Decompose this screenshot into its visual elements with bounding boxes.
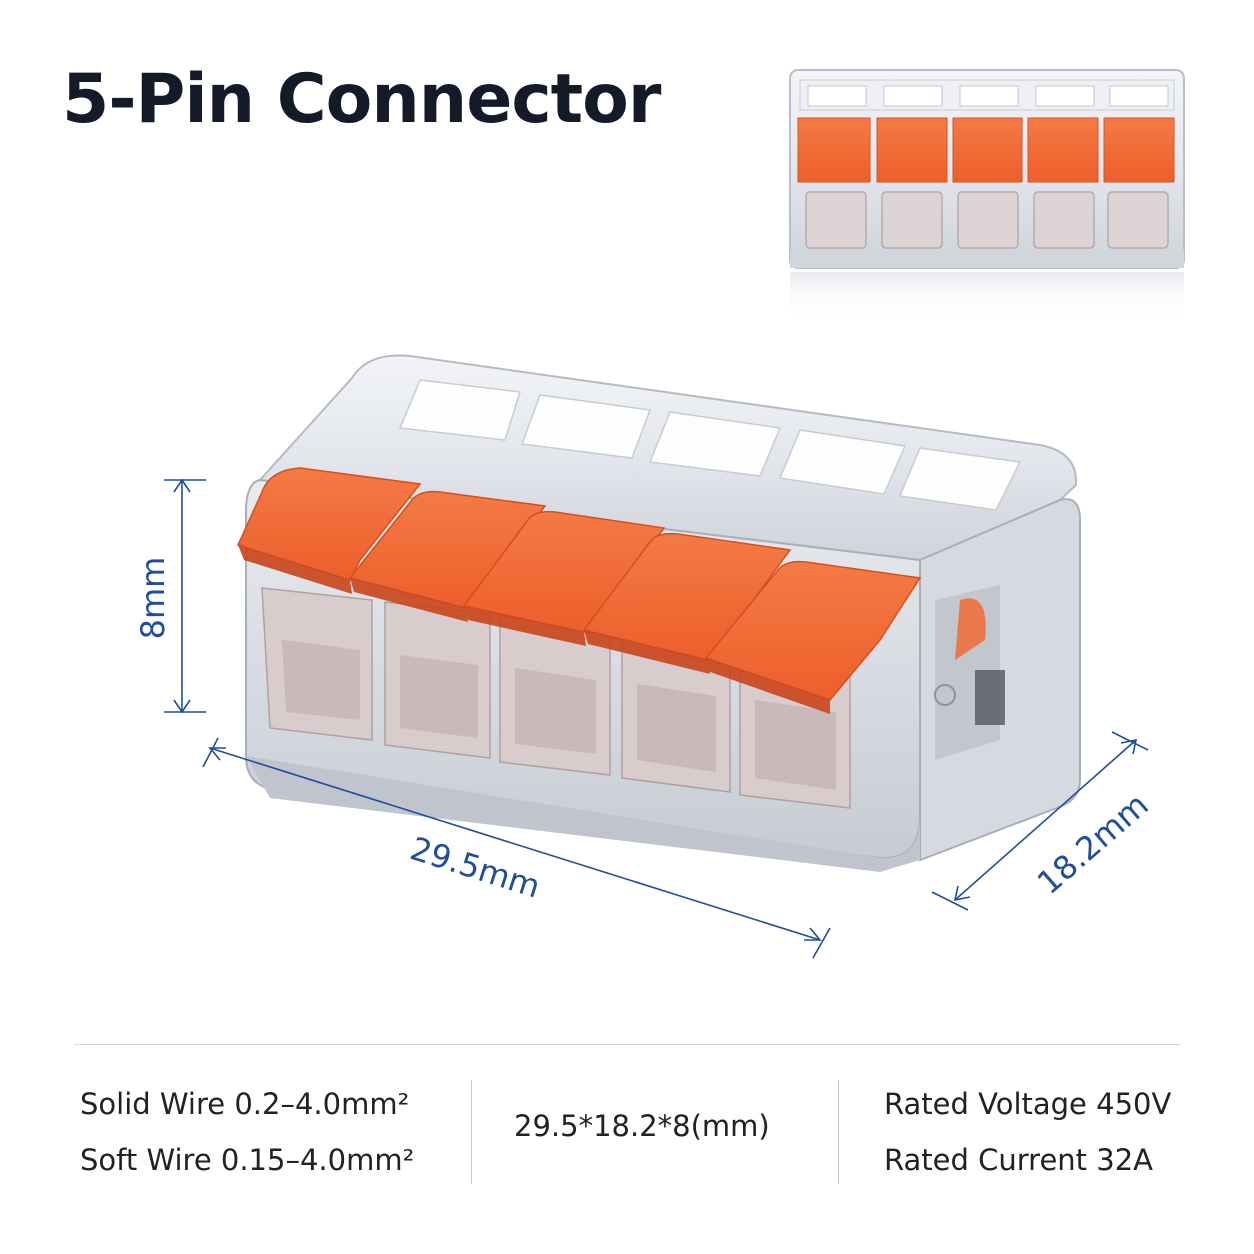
spec-divider	[74, 1044, 1180, 1045]
spec-separator-2	[838, 1080, 839, 1184]
spec-separator-1	[471, 1080, 472, 1184]
spec-rated-voltage: Rated Voltage 450V	[884, 1087, 1172, 1121]
height-dimension	[164, 478, 206, 714]
spec-solid-wire: Solid Wire 0.2–4.0mm²	[80, 1087, 410, 1121]
spec-soft-wire: Soft Wire 0.15–4.0mm²	[80, 1143, 415, 1177]
length-dimension	[202, 737, 831, 959]
spec-rated-current: Rated Current 32A	[884, 1143, 1154, 1177]
page-title: 5-Pin Connector	[62, 60, 661, 139]
length-label: 29.5mm	[406, 829, 545, 905]
connector-perspective-view	[236, 354, 1081, 872]
width-dimension	[931, 731, 1149, 911]
height-label: 8mm	[134, 557, 172, 640]
spec-size: 29.5*18.2*8(mm)	[514, 1109, 770, 1143]
connector-front-view	[789, 69, 1185, 322]
